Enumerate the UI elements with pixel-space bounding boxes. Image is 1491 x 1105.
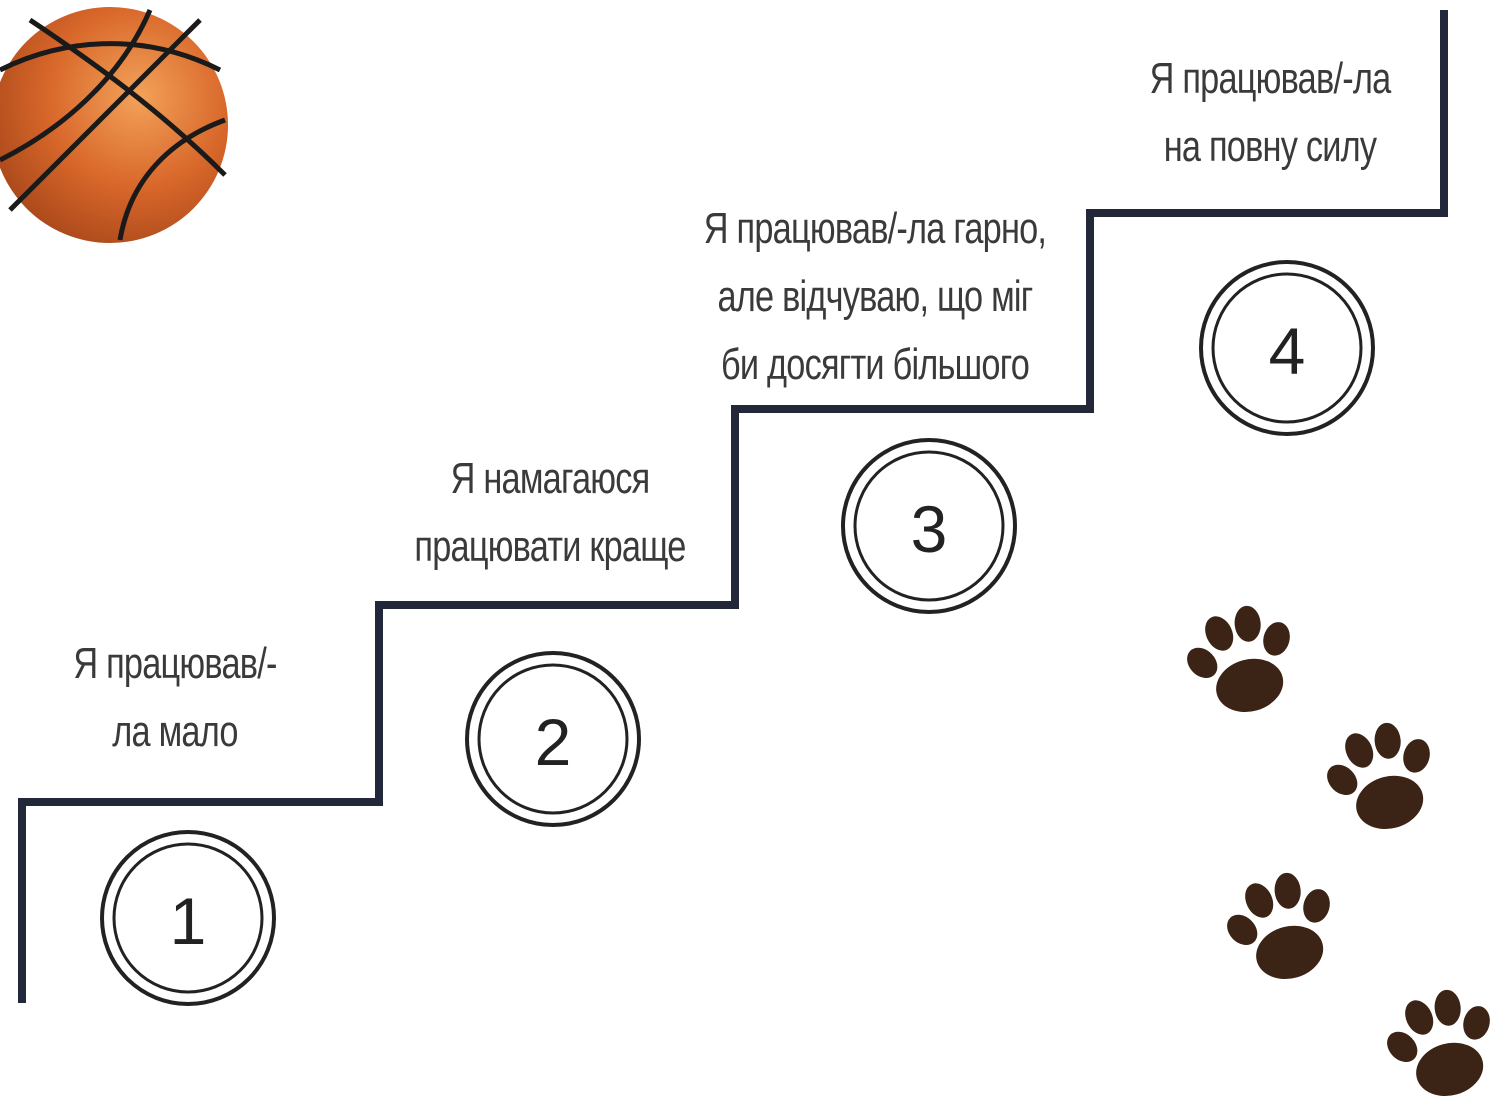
paw-print-icon	[1371, 977, 1491, 1105]
step-3-label-line-1: Я працював/-ла гарно,	[703, 204, 1047, 253]
step-1-label: Я працював/- ла мало	[50, 630, 300, 766]
basketball-icon	[0, 7, 228, 243]
step-number-3: 3	[911, 492, 948, 566]
paw-print-icon	[1311, 710, 1453, 843]
step-2-label-line-2: працювати краще	[414, 522, 686, 571]
step-4-label: Я працював/-ла на повну силу	[1106, 45, 1434, 181]
step-number-4: 4	[1269, 314, 1306, 388]
step-number-2: 2	[535, 705, 572, 779]
step-4-label-line-1: Я працював/-ла	[1149, 54, 1392, 103]
step-number-1: 1	[170, 884, 207, 958]
paw-print-icon	[1211, 860, 1353, 993]
step-1-label-line-2: ла мало	[112, 707, 238, 756]
step-4-label-line-2: на повну силу	[1163, 122, 1377, 171]
step-number-3-badge: 3	[841, 438, 1017, 614]
staircase-line	[18, 10, 1448, 1003]
paw-print-icon	[1171, 593, 1313, 726]
step-2-label-line-1: Я намагаюся	[450, 454, 651, 503]
step-number-4-badge: 4	[1199, 260, 1375, 436]
step-1-label-line-1: Я працював/-	[73, 639, 277, 688]
step-2-label: Я намагаюся працювати краще	[378, 445, 721, 581]
step-3-label: Я працював/-ла гарно, але відчуваю, що м…	[692, 195, 1059, 399]
step-3-label-line-3: би досягти більшого	[720, 340, 1030, 389]
step-number-1-badge: 1	[100, 830, 276, 1006]
step-number-2-badge: 2	[465, 651, 641, 827]
step-3-label-line-2: але відчуваю, що міг	[717, 272, 1033, 321]
